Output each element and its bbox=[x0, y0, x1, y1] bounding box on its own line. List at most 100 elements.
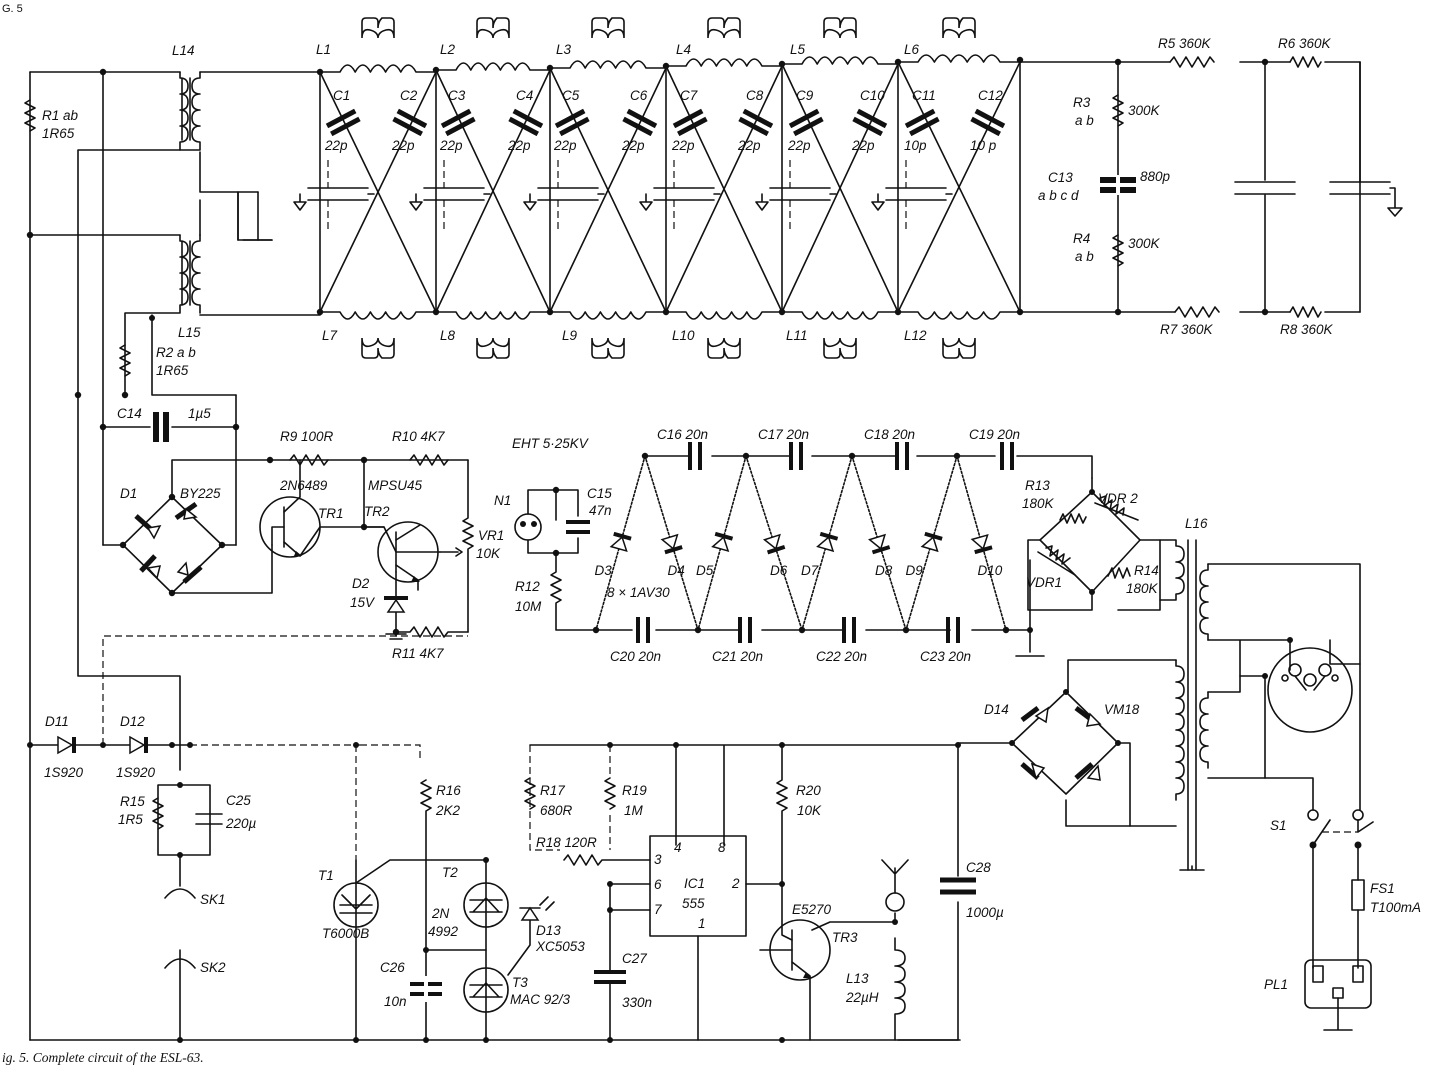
cap-ref-label: C9 bbox=[796, 88, 814, 103]
cap-ref-label: C1 bbox=[333, 88, 350, 103]
delay-line-sections: C122pC222pC322pC422pC522pC622pC722pC822p… bbox=[293, 17, 1024, 359]
d2-value: 15V bbox=[350, 595, 376, 610]
d14-part: VM18 bbox=[1104, 702, 1140, 717]
ic1-part: 555 bbox=[682, 896, 705, 911]
d14-bridge bbox=[957, 689, 1131, 827]
inductor-top-1 bbox=[319, 64, 437, 73]
ground-arrow-icon bbox=[871, 193, 953, 211]
capacitor-c12 bbox=[970, 108, 1006, 137]
diode-label: D3 bbox=[595, 563, 613, 578]
junction-dot bbox=[432, 308, 440, 316]
diode-d7 bbox=[816, 531, 839, 553]
r16-value: 2K2 bbox=[435, 803, 461, 818]
stator-plate bbox=[769, 187, 831, 201]
fs1-value: T100mA bbox=[1370, 900, 1421, 915]
cap-value-label: 22p bbox=[671, 138, 695, 153]
capacitor-c6 bbox=[622, 108, 658, 137]
inductor-bottom-label: L10 bbox=[672, 328, 695, 343]
inductor-bottom-3 bbox=[549, 311, 667, 320]
cap-value-label: 22p bbox=[324, 138, 348, 153]
inductor-top-label: L1 bbox=[316, 42, 331, 57]
cap-value-label: 22p bbox=[851, 138, 875, 153]
tr2-part: MPSU45 bbox=[368, 478, 423, 493]
ic1-pin-4: 4 bbox=[674, 840, 682, 855]
ground-arrow-icon bbox=[755, 193, 837, 211]
r11-label: R11 4K7 bbox=[392, 646, 444, 661]
c25-value: 220µ bbox=[225, 816, 257, 831]
inductor-bottom-label: L12 bbox=[904, 328, 927, 343]
protection-circuit bbox=[27, 394, 976, 1043]
r10-label: R10 4K7 bbox=[392, 429, 445, 444]
c14-value: 1µ5 bbox=[188, 406, 211, 421]
c26-label: C26 bbox=[380, 960, 405, 975]
coil-case-icon bbox=[942, 337, 976, 359]
d12-part: 1S920 bbox=[116, 765, 156, 780]
eht-bottom-cap-label: C21 20n bbox=[712, 649, 763, 664]
sk2-label: SK2 bbox=[200, 960, 226, 975]
diode-d5 bbox=[711, 531, 734, 553]
coil-case-icon bbox=[476, 17, 510, 39]
junction-dot bbox=[662, 308, 670, 316]
cap-value-label: 10p bbox=[904, 138, 927, 153]
r3-suffix: a b bbox=[1075, 113, 1094, 128]
diode-label: D10 bbox=[978, 563, 1003, 578]
bias-regulator bbox=[99, 394, 474, 640]
d11-label: D11 bbox=[45, 714, 69, 729]
stator-plate bbox=[537, 187, 599, 201]
d14-label: D14 bbox=[984, 702, 1009, 717]
coil-case-icon bbox=[707, 337, 741, 359]
fs1-label: FS1 bbox=[1370, 881, 1395, 896]
l16-label: L16 bbox=[1185, 516, 1208, 531]
pl1-label: PL1 bbox=[1264, 977, 1288, 992]
coil-case-icon bbox=[591, 17, 625, 39]
inductor-top-label: L5 bbox=[790, 42, 806, 57]
r4-ref: R4 bbox=[1073, 231, 1090, 246]
inductor-bottom-2 bbox=[435, 311, 551, 320]
cap-value-label: 10 p bbox=[970, 138, 997, 153]
coil-case-icon bbox=[476, 337, 510, 359]
r3-ref: R3 bbox=[1073, 95, 1091, 110]
diode-wire bbox=[851, 455, 907, 631]
cap-value-label: 22p bbox=[787, 138, 811, 153]
eht-title: EHT 5·25KV bbox=[512, 436, 590, 451]
inductor-top-label: L6 bbox=[904, 42, 920, 57]
figure-caption: ig. 5. Complete circuit of the ESL-63. bbox=[2, 1050, 204, 1065]
ic1-pin-7: 7 bbox=[654, 902, 662, 917]
inductor-top-3 bbox=[549, 60, 667, 69]
capacitor-c10 bbox=[852, 108, 888, 137]
c13-ref: C13 bbox=[1048, 170, 1073, 185]
vr1-label: VR1 bbox=[478, 528, 504, 543]
r5-label: R5 360K bbox=[1158, 36, 1212, 51]
ic1-pin-3: 3 bbox=[654, 852, 662, 867]
c27-value: 330n bbox=[622, 995, 652, 1010]
d12-label: D12 bbox=[120, 714, 145, 729]
ground-arrow-icon bbox=[293, 193, 375, 211]
l14-label: L14 bbox=[172, 43, 195, 58]
d1-part: BY225 bbox=[180, 486, 221, 501]
stator-plate bbox=[423, 187, 485, 201]
c28-label: C28 bbox=[966, 860, 991, 875]
diode-label: D5 bbox=[696, 563, 714, 578]
coil-case-icon bbox=[361, 337, 395, 359]
tr3-label: TR3 bbox=[832, 930, 858, 945]
ic1-555-timer: 4 8 3 6 2 7 1 IC1 555 bbox=[654, 840, 740, 931]
r15-label: R15 bbox=[120, 794, 145, 809]
cap-value-label: 22p bbox=[507, 138, 531, 153]
capacitor-c1 bbox=[325, 108, 361, 137]
eht-top-cap-label: C19 20n bbox=[969, 427, 1020, 442]
vdr1-label: VDR1 bbox=[1026, 575, 1062, 590]
inductor-bottom-5 bbox=[781, 311, 899, 320]
inductor-top-4 bbox=[665, 58, 783, 67]
c13-value: 880p bbox=[1140, 169, 1171, 184]
inductor-top-label: L4 bbox=[676, 42, 691, 57]
diode-label: D9 bbox=[906, 563, 924, 578]
tr1-part: 2N6489 bbox=[279, 478, 328, 493]
ic1-name: IC1 bbox=[684, 876, 705, 891]
c27-label: C27 bbox=[622, 951, 647, 966]
ground-arrow-icon bbox=[523, 193, 605, 211]
r14-label: R14 bbox=[1134, 563, 1159, 578]
junction-dot bbox=[316, 68, 324, 76]
diode-d3 bbox=[609, 531, 632, 553]
stator-plate bbox=[653, 187, 715, 201]
